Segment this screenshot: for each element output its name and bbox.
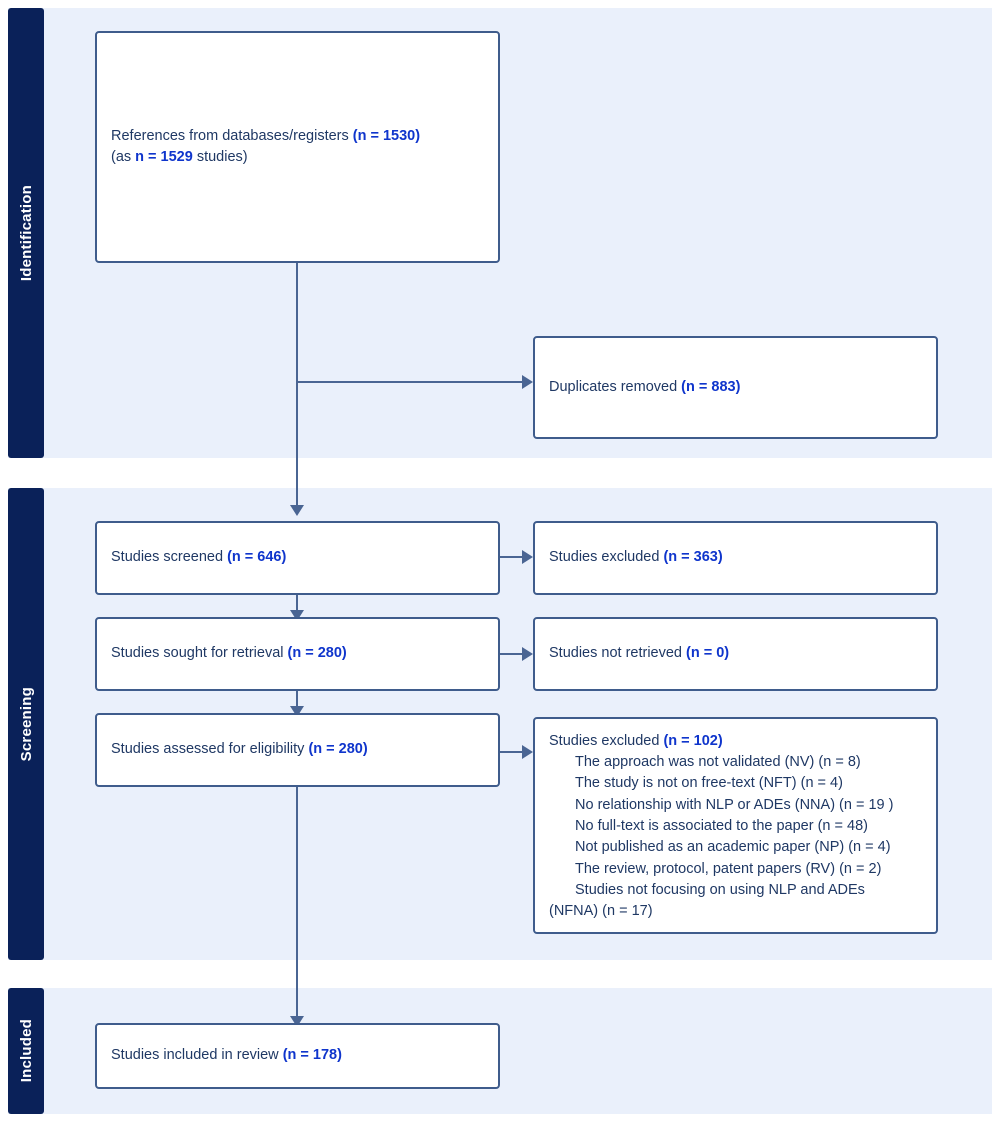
box-eligibility-count: (n = 280) [308, 741, 368, 758]
exclusion-reason-item: The approach was not validated (NV) (n =… [575, 754, 861, 771]
box-screened-label: Studies screened [111, 549, 228, 566]
box-included-text: Studies included in review (n = 178) [111, 1045, 342, 1066]
box-eligibility-label: Studies assessed for eligibility [111, 741, 309, 758]
exclusion-reason-item: Not published as an academic paper (NP) … [575, 839, 891, 856]
stage-tab-identification-label: Identification [17, 184, 35, 282]
box-not-retrieved-text: Studies not retrieved (n = 0) [549, 643, 729, 664]
box-excluded-screened-text: Studies excluded (n = 363) [549, 547, 723, 568]
box-sought-text: Studies sought for retrieval (n = 280) [111, 643, 347, 664]
arrow-to-sought [290, 610, 304, 621]
connector-references-trunk [296, 263, 298, 491]
box-sought-label: Studies sought for retrieval [111, 645, 288, 662]
box-duplicates-text: Duplicates removed (n = 883) [549, 377, 740, 398]
box-sought-count: (n = 280) [287, 645, 347, 662]
connector-screened-to-sought [296, 595, 298, 613]
exclusion-reason-item-continuation: (NFNA) (n = 17) [549, 903, 653, 920]
box-excluded-eligibility-text: Studies excluded (n = 102) The approach … [549, 731, 893, 923]
arrow-to-excluded-eligibility [522, 745, 533, 759]
exclusion-reason-item: Studies not focusing on using NLP and AD… [575, 881, 865, 898]
box-studies-assessed-for-eligibility[interactable]: Studies assessed for eligibility (n = 28… [95, 713, 500, 787]
connector-to-duplicates [296, 381, 524, 383]
box-excluded-eligibility-count: (n = 102) [663, 733, 723, 749]
box-studies-sought-for-retrieval[interactable]: Studies sought for retrieval (n = 280) [95, 617, 500, 691]
box-studies-excluded-screening[interactable]: Studies excluded (n = 363) [533, 521, 938, 595]
box-not-retrieved-count: (n = 0) [686, 645, 730, 662]
arrow-to-not-retrieved [522, 647, 533, 661]
box-duplicates-count: (n = 883) [681, 378, 741, 395]
box-references-line2-prefix: (as [111, 149, 136, 165]
connector-screened-to-excluded [500, 556, 524, 558]
exclusion-reason-item: No full-text is associated to the paper … [575, 817, 868, 834]
stage-tab-screening-label: Screening [17, 686, 35, 762]
box-excluded-screened-label: Studies excluded [549, 549, 664, 566]
connector-eligibility-to-included [296, 787, 298, 1019]
box-included-count: (n = 178) [282, 1047, 342, 1064]
arrow-to-excluded-screened [522, 550, 533, 564]
arrow-to-included [290, 1016, 304, 1027]
box-duplicates-label: Duplicates removed [549, 378, 682, 395]
box-excluded-screened-count: (n = 363) [663, 549, 723, 566]
exclusion-reason-list: The approach was not validated (NV) (n =… [549, 752, 893, 923]
arrow-to-eligibility [290, 706, 304, 717]
box-excluded-eligibility-heading: Studies excluded (n = 102) [549, 731, 893, 752]
box-studies-screened[interactable]: Studies screened (n = 646) [95, 521, 500, 595]
box-studies-included-in-review[interactable]: Studies included in review (n = 178) [95, 1023, 500, 1089]
box-references-line1: References from databases/registers [111, 127, 353, 144]
box-screened-count: (n = 646) [227, 549, 287, 566]
arrow-to-duplicates [522, 375, 533, 389]
box-studies-not-retrieved[interactable]: Studies not retrieved (n = 0) [533, 617, 938, 691]
box-references-count: (n = 1530) [352, 127, 421, 144]
connector-eligibility-to-excluded [500, 751, 524, 753]
box-references[interactable]: References from databases/registers (n =… [95, 31, 500, 263]
exclusion-reason-item: The review, protocol, patent papers (RV)… [575, 860, 882, 877]
exclusion-reason-item: No relationship with NLP or ADEs (NNA) (… [575, 796, 894, 813]
box-references-text: References from databases/registers (n =… [111, 126, 420, 168]
box-eligibility-text: Studies assessed for eligibility (n = 28… [111, 739, 368, 760]
stage-tab-screening: Screening [8, 488, 44, 960]
stage-tab-included-label: Included [17, 1019, 35, 1083]
box-studies-excluded-eligibility[interactable]: Studies excluded (n = 102) The approach … [533, 717, 938, 934]
stage-tab-identification: Identification [8, 8, 44, 458]
box-not-retrieved-label: Studies not retrieved [549, 645, 687, 662]
box-screened-text: Studies screened (n = 646) [111, 547, 286, 568]
arrow-to-screened [290, 505, 304, 516]
box-duplicates-removed[interactable]: Duplicates removed (n = 883) [533, 336, 938, 439]
stage-tab-included: Included [8, 988, 44, 1114]
box-references-studies-count: n = 1529 [135, 149, 193, 165]
exclusion-reason-item: The study is not on free-text (NFT) (n =… [575, 775, 843, 792]
box-references-line2-suffix: studies) [192, 149, 248, 165]
connector-trunk-lower [296, 491, 298, 509]
connector-sought-to-eligibility [296, 691, 298, 709]
box-included-label: Studies included in review [111, 1047, 283, 1064]
box-excluded-eligibility-label: Studies excluded [549, 733, 664, 749]
connector-sought-to-not-retrieved [500, 653, 524, 655]
